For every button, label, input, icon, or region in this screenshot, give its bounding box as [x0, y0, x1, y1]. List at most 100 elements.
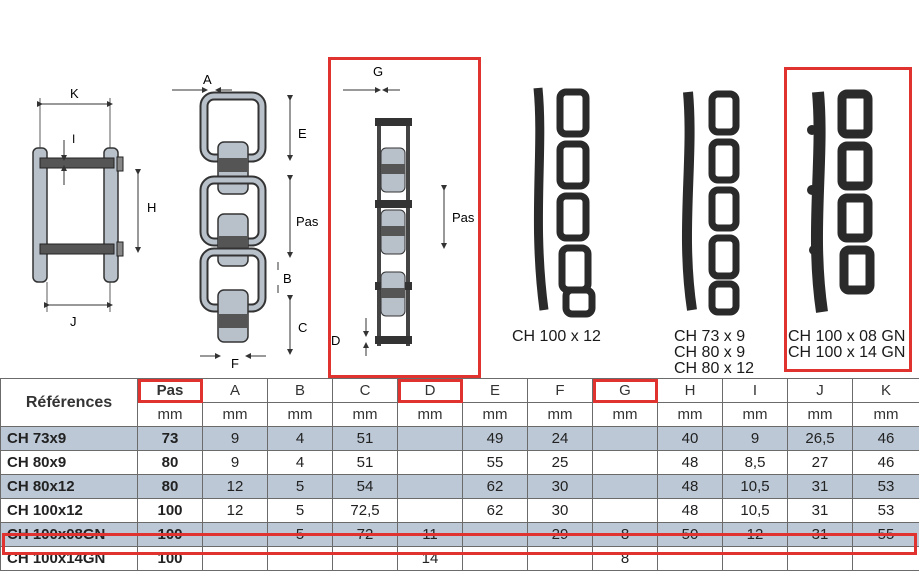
cell-b: 5 — [268, 475, 333, 499]
highlight-last-row — [2, 533, 917, 555]
col-unit-h: mm — [658, 403, 723, 427]
cell-e: 55 — [463, 451, 528, 475]
cell-c: 54 — [333, 475, 398, 499]
highlight-profile-view — [328, 57, 481, 378]
cell-d — [398, 475, 463, 499]
caption-photo-2: CH 73 x 9 CH 80 x 9 CH 80 x 12 — [674, 329, 754, 377]
cell-pas: 80 — [138, 475, 203, 499]
cell-g — [593, 499, 658, 523]
col-unit-e: mm — [463, 403, 528, 427]
cell-d — [398, 451, 463, 475]
cell-b: 4 — [268, 451, 333, 475]
cell-f: 24 — [528, 427, 593, 451]
row-reference: CH 80x9 — [1, 451, 138, 475]
cell-h: 48 — [658, 451, 723, 475]
dim-label-h: H — [147, 200, 156, 215]
cell-pas: 73 — [138, 427, 203, 451]
cell-f: 30 — [528, 475, 593, 499]
cell-k: 53 — [853, 499, 919, 523]
caption-photo-3: CH 100 x 08 GN CH 100 x 14 GN — [788, 329, 905, 361]
dim-label-i: I — [72, 132, 75, 146]
col-header-d: D — [398, 379, 463, 403]
col-header-f: F — [528, 379, 593, 403]
front-view-drawing: A E Pas B C F — [172, 72, 319, 371]
col-header-pas: Pas — [138, 379, 203, 403]
cell-a: 9 — [203, 427, 268, 451]
col-unit-d: mm — [398, 403, 463, 427]
cell-pas: 80 — [138, 451, 203, 475]
col-unit-g: mm — [593, 403, 658, 427]
cell-pas: 100 — [138, 499, 203, 523]
cell-f: 30 — [528, 499, 593, 523]
cell-a: 9 — [203, 451, 268, 475]
col-header-b: B — [268, 379, 333, 403]
col-header-e: E — [463, 379, 528, 403]
col-header-i: I — [723, 379, 788, 403]
cell-b: 5 — [268, 499, 333, 523]
chain-photo-ch100x12 — [538, 88, 592, 314]
dim-label-pas-front: Pas — [296, 214, 319, 229]
col-header-references: Références — [1, 379, 138, 427]
cell-c: 72,5 — [333, 499, 398, 523]
row-reference: CH 80x12 — [1, 475, 138, 499]
cell-k: 46 — [853, 427, 919, 451]
cell-a: 12 — [203, 499, 268, 523]
cell-j: 26,5 — [788, 427, 853, 451]
cell-j: 27 — [788, 451, 853, 475]
col-header-g: G — [593, 379, 658, 403]
dim-label-a: A — [203, 72, 212, 87]
dim-label-j: J — [70, 314, 77, 329]
dim-label-c: C — [298, 320, 307, 335]
row-reference: CH 100x12 — [1, 499, 138, 523]
cell-f: 25 — [528, 451, 593, 475]
cell-e: 49 — [463, 427, 528, 451]
col-unit-pas: mm — [138, 403, 203, 427]
col-unit-f: mm — [528, 403, 593, 427]
cell-a: 12 — [203, 475, 268, 499]
col-unit-j: mm — [788, 403, 853, 427]
col-header-c: C — [333, 379, 398, 403]
cell-e: 62 — [463, 499, 528, 523]
cell-j: 31 — [788, 475, 853, 499]
cell-g — [593, 427, 658, 451]
side-view-drawing: K I H J — [33, 86, 156, 329]
cell-i: 10,5 — [723, 475, 788, 499]
cell-k: 53 — [853, 475, 919, 499]
cell-c: 51 — [333, 451, 398, 475]
chain-photo-ch73-80 — [687, 92, 736, 312]
col-unit-k: mm — [853, 403, 919, 427]
cell-b: 4 — [268, 427, 333, 451]
cell-d — [398, 499, 463, 523]
dim-label-k: K — [70, 86, 79, 101]
highlight-gn-chain-photo — [784, 67, 912, 372]
cell-h: 40 — [658, 427, 723, 451]
col-unit-c: mm — [333, 403, 398, 427]
cell-i: 9 — [723, 427, 788, 451]
cell-c: 51 — [333, 427, 398, 451]
col-header-h: H — [658, 379, 723, 403]
dim-label-e: E — [298, 126, 307, 141]
cell-d — [398, 427, 463, 451]
cell-j: 31 — [788, 499, 853, 523]
cell-h: 48 — [658, 475, 723, 499]
row-reference: CH 73x9 — [1, 427, 138, 451]
col-unit-a: mm — [203, 403, 268, 427]
caption-photo-1: CH 100 x 12 — [512, 329, 601, 345]
col-header-a: A — [203, 379, 268, 403]
col-unit-b: mm — [268, 403, 333, 427]
cell-i: 10,5 — [723, 499, 788, 523]
cell-k: 46 — [853, 451, 919, 475]
dim-label-f: F — [231, 356, 239, 371]
figures-area: K I H J A — [0, 0, 919, 378]
cell-h: 48 — [658, 499, 723, 523]
cell-g — [593, 475, 658, 499]
col-unit-i: mm — [723, 403, 788, 427]
cell-e: 62 — [463, 475, 528, 499]
col-header-j: J — [788, 379, 853, 403]
